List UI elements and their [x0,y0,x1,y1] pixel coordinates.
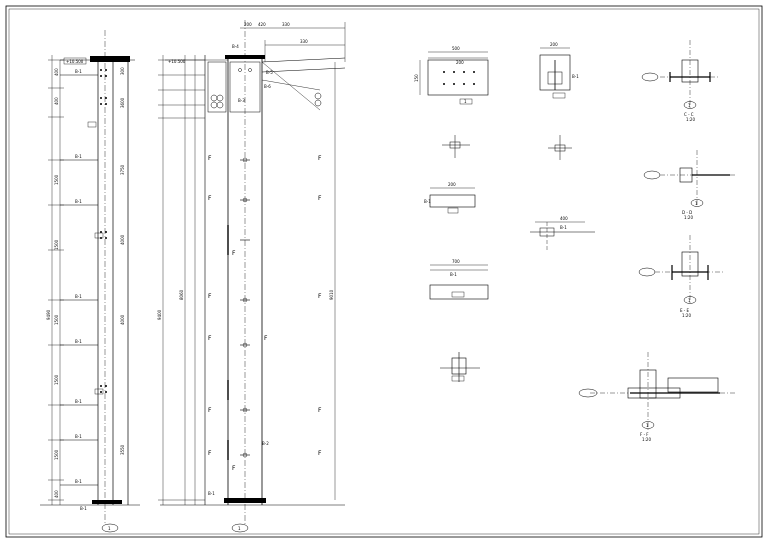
elev-right-inner-dim: 9010 [329,289,334,300]
elev-left-bottom-tag: 1 [108,526,111,531]
elev-right-callout-5: B-2 [262,441,269,446]
section-mark-14: F [232,465,236,472]
elev-left-rdim-3: 3750 [120,164,125,175]
section-e-tag: 1 [688,298,691,303]
elev-left-dim-4: 1500 [54,239,59,250]
elev-left-dim-6: 1500 [54,374,59,385]
elev-right-total-dim-left: 9400 [157,309,162,320]
section-f-scale: 1:20 [642,437,651,442]
detail-section-c [641,40,720,110]
section-mark-11: F [208,450,212,457]
detail-plate-tl-dim-1: 500 [452,46,460,51]
elev-left-bolt-label-8: B-1 [75,479,82,484]
elev-right-top-dim-2: 420 [258,22,266,27]
detail-section-d [643,150,735,207]
detail-cross-1 [442,135,470,158]
elev-left-dim-8: 400 [54,490,59,498]
section-mark-7: F [208,335,212,342]
elevation-right [158,20,346,533]
section-mark-2: F [318,155,322,162]
detail-section-f [578,352,735,430]
elev-right-top-label: +10.500 [168,59,186,64]
elev-left-total-dim: 9490 [46,309,51,320]
detail-plate-top-mid [539,47,571,99]
detail-long-plate-label: B-1 [450,272,457,277]
section-c-tag: 1 [688,103,691,108]
section-mark-4: F [318,195,322,202]
outer-border [5,5,763,538]
section-mark-8: F [264,335,268,342]
section-f-title: F - F [640,432,649,437]
detail-small-plate-label: B-1 [424,199,431,204]
detail-bar-dim: 400 [560,216,568,221]
section-mark-3: F [208,195,212,202]
section-c-scale: 1:20 [686,117,695,122]
inner-border [8,8,760,535]
section-d-tag: 1 [695,201,698,206]
elev-right-base-label: B-1 [208,491,215,496]
detail-plate-top-left [419,51,489,105]
elev-right-callout-1: B-4 [232,44,239,49]
section-mark-1: F [208,155,212,162]
section-e-scale: 1:20 [682,313,691,318]
elev-left-dim-2: 400 [54,97,59,105]
elev-left-rdim-4: 4000 [120,234,125,245]
detail-cross-2 [548,135,572,160]
elev-left-bolt-label-5: B-1 [75,339,82,344]
section-c-title: C - C [684,112,694,117]
detail-plate-tl-dim-3: 150 [414,74,419,82]
section-mark-9: F [208,407,212,414]
detail-long-plate [429,264,489,300]
elev-right-top-dim-1: 200 [244,22,252,27]
elev-right-callout-3: B-6 [264,84,271,89]
detail-plate-tl-tag: 1 [464,99,467,104]
elev-left-rdim-5: 4000 [120,314,125,325]
elev-left-dim-5: 1500 [54,314,59,325]
detail-section-e [638,235,725,305]
detail-bar-label: B-1 [560,225,567,230]
elev-left-top-label: +10.500 [66,59,84,64]
detail-plate-tm-label: B-1 [572,74,579,79]
elev-left-bolt-label-6: B-1 [75,399,82,404]
section-mark-10: F [318,407,322,414]
detail-small-plate-dim: 200 [448,182,456,187]
section-mark-5: F [208,293,212,300]
elev-right-top-dim-3: 330 [282,22,290,27]
elev-left-rdim-1: 300 [120,67,125,75]
elev-left-dim-3: 1500 [54,174,59,185]
elev-right-top-dim-main: 330 [300,39,308,44]
section-d-scale: 1:20 [684,215,693,220]
detail-small-plate [429,187,476,214]
elev-left-base-label: B-1 [80,506,87,511]
elev-left-bolt-label-4: B-1 [75,294,82,299]
detail-bracket [440,352,480,382]
detail-plate-tl-dim-2: 200 [456,60,464,65]
section-mark-13: F [232,250,236,257]
elevation-left [40,30,140,533]
elev-right-callout-4: B-3 [238,98,245,103]
section-mark-12: F [318,450,322,457]
elev-left-rdim-2: 3600 [120,97,125,108]
elev-left-bolt-label-1: B-1 [75,69,82,74]
elev-right-callout-2: B-5 [266,70,273,75]
elev-left-bolt-label-2: B-1 [75,154,82,159]
section-e-title: E - E [680,308,690,313]
elev-right-bottom-tag: 1 [238,526,241,531]
elev-left-dim-7: 1500 [54,449,59,460]
elev-left-bolt-label-3: B-1 [75,199,82,204]
elev-left-dim-1: 400 [54,68,59,76]
detail-bar [530,221,595,250]
elev-left-rdim-6: 3550 [120,444,125,455]
section-d-title: D - D [682,210,692,215]
detail-plate-tm-dim: 200 [550,42,558,47]
section-mark-6: F [318,293,322,300]
elev-left-bolt-label-7: B-1 [75,434,82,439]
elev-right-total-dim-mid: 8060 [179,289,184,300]
detail-long-plate-dim: 700 [452,259,460,264]
section-f-tag: 1 [646,423,649,428]
